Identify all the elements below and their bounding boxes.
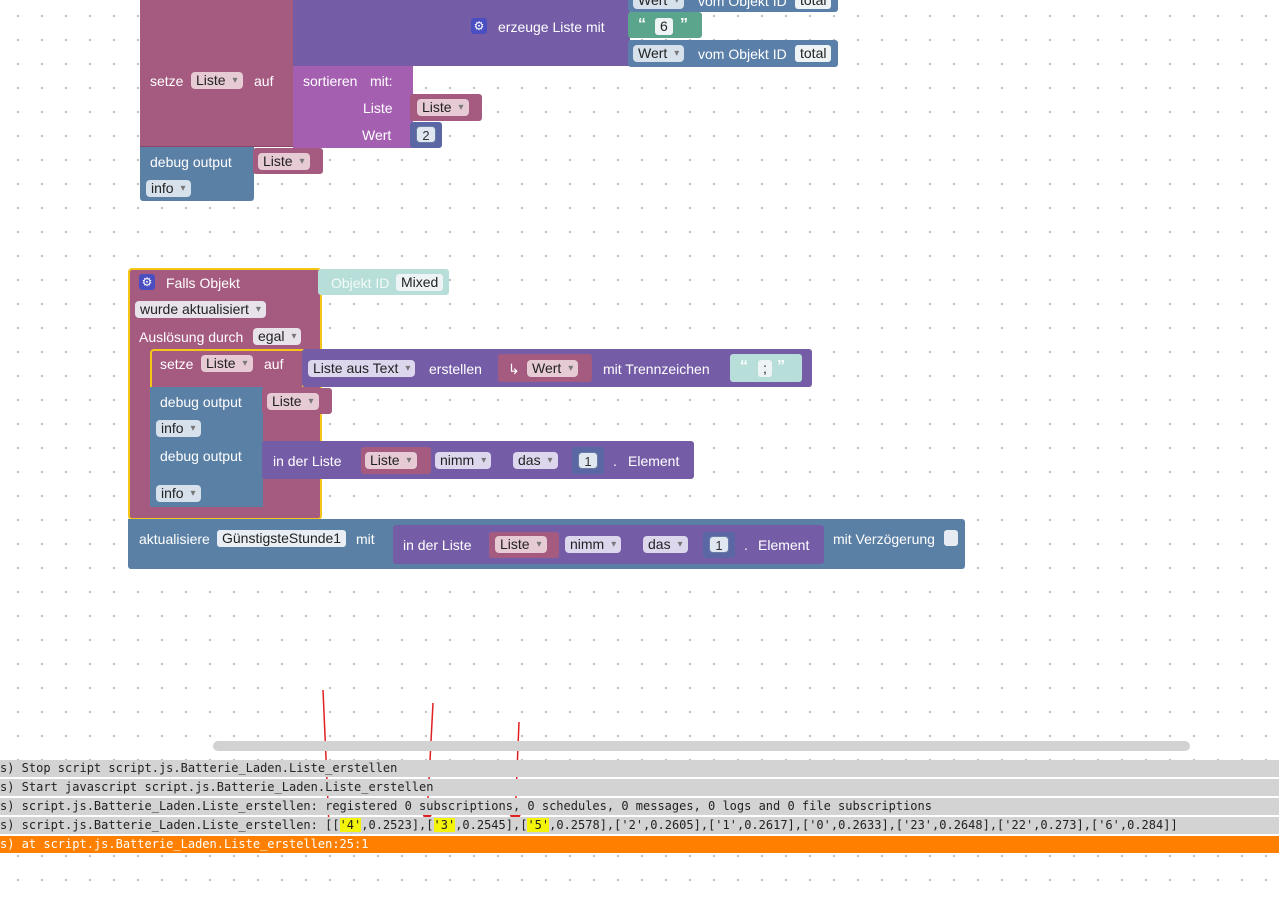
auf-label-2: auf [264,356,284,372]
event-gear-icon[interactable]: ⚙ [139,274,155,290]
liste-var-dropdown[interactable]: Liste [191,72,243,89]
auf-label: auf [254,73,274,89]
log-console: s) Stop script script.js.Batterie_Laden.… [0,760,1279,855]
aktualisiere-target[interactable]: GünstigsteStunde1 [217,530,347,547]
wert-dropdown-3[interactable]: Wert [527,360,579,377]
log-pre: s) script.js.Batterie_Laden.Liste_erstel… [0,818,340,832]
liste-aus-text-dropdown[interactable]: Liste aus Text [308,360,416,377]
nimm-dropdown-1[interactable]: nimm [435,452,492,469]
vom-objekt-label-1: vom Objekt ID [698,0,787,9]
info-dropdown-2[interactable]: info [156,485,201,502]
highlight-1: '4' [339,818,362,832]
wert-param-label: Wert [362,127,392,143]
setze-label-2: setze [160,356,194,372]
log-post: ,0.2578],['2',0.2605],['1',0.2617],['0',… [549,818,1178,832]
erzeuge-liste-block[interactable] [461,0,630,66]
info-dropdown-top[interactable]: info [146,180,191,197]
debug-var-dropdown[interactable]: Liste [258,153,310,170]
wert-dropdown-1[interactable]: Wert [633,0,685,9]
log-line: s) Start javascript script.js.Batterie_L… [0,779,1279,796]
debug-var-dropdown-1[interactable]: Liste [267,393,319,410]
log-line-error: s) at script.js.Batterie_Laden.Liste_ers… [0,836,1279,853]
debug-label-top: debug output [150,154,232,170]
arrow-icon: ↳ [508,361,520,377]
dot-label-1: . [613,453,617,469]
mit-label: mit: [370,73,393,89]
aktualisiere-label: aktualisiere [139,531,210,547]
quote-open-2: “ [740,358,748,375]
liste-dropdown-3[interactable]: Liste [201,355,253,372]
element-label-2: Element [758,537,810,553]
total-field-2[interactable]: total [795,45,832,62]
falls-objekt-label: Falls Objekt [166,275,240,291]
trennzeichen-label: mit Trennzeichen [603,361,710,377]
quote-close: ” [680,16,688,33]
horizontal-scrollbar[interactable] [213,741,1190,751]
sortieren-block[interactable] [293,66,413,148]
total-field-1[interactable]: total [795,0,832,9]
text-value[interactable]: 6 [655,18,673,35]
erstellen-label: erstellen [429,361,482,377]
liste-dropdown-4[interactable]: Liste [365,452,417,469]
vom-objekt-label-2: vom Objekt ID [698,46,787,62]
nimm-dropdown-2[interactable]: nimm [565,536,622,553]
liste-param-label: Liste [363,100,393,116]
list-block-bg[interactable] [293,0,462,66]
log-mid-1: ,0.2523],[ [361,818,434,832]
dot-label-2: . [744,537,748,553]
quote-close-2: ” [777,358,785,375]
egal-dropdown[interactable]: egal [253,328,302,345]
element-number-1[interactable]: 1 [578,452,598,469]
log-line: s) script.js.Batterie_Laden.Liste_erstel… [0,798,1279,815]
aktualisiere-mit-label: mit [356,531,375,547]
in-der-liste-label-1: in der Liste [273,453,342,469]
element-label-1: Element [628,453,680,469]
element-number-2[interactable]: 1 [709,536,729,553]
wert-dropdown-2[interactable]: Wert [633,45,685,62]
in-der-liste-label-2: in der Liste [403,537,472,553]
highlight-2: '3' [433,818,456,832]
info-dropdown-1[interactable]: info [156,420,201,437]
setze-label: setze [150,73,184,89]
verzoegerung-checkbox[interactable] [944,530,958,546]
log-line: s) Stop script script.js.Batterie_Laden.… [0,760,1279,777]
das-dropdown-1[interactable]: das [513,452,558,469]
objekt-id-label: Objekt ID [331,275,390,291]
objekt-id-value[interactable]: Mixed [396,274,444,291]
highlight-3: '5' [527,818,550,832]
gear-icon[interactable]: ⚙ [471,18,487,34]
erzeuge-label: erzeuge Liste mit [498,19,605,35]
sortieren-label: sortieren [303,73,358,89]
ausloesung-label: Auslösung durch [139,329,244,345]
wurde-aktualisiert-dropdown[interactable]: wurde aktualisiert [135,301,266,318]
log-line-result: s) script.js.Batterie_Laden.Liste_erstel… [0,817,1279,834]
wert-number[interactable]: 2 [416,126,436,143]
debug-label-2: debug output [160,448,242,464]
mit-verzoegerung-label: mit Verzögerung [833,531,935,547]
das-dropdown-2[interactable]: das [643,536,688,553]
trennzeichen-value[interactable]: ; [758,360,772,377]
liste-var-dropdown-2[interactable]: Liste [417,99,469,116]
quote-open: “ [638,16,646,33]
liste-dropdown-5[interactable]: Liste [495,536,547,553]
log-mid-2: ,0.2545],[ [455,818,528,832]
debug-label-1: debug output [160,394,242,410]
